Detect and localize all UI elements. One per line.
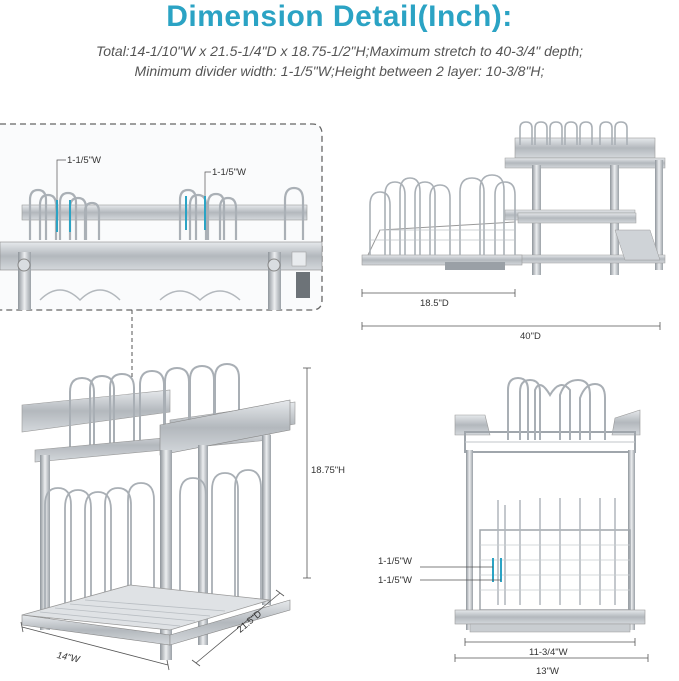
detail-inset <box>0 123 323 311</box>
main-view <box>20 362 311 671</box>
height-label: 18.75"H <box>311 465 346 476</box>
inset-divider-width-right-label: 1-1/5"W <box>212 167 246 178</box>
inner-width-label: 11-3/4"W <box>529 647 568 658</box>
drawer-depth-label: 18.5"D <box>420 298 449 309</box>
extended-view <box>361 121 666 330</box>
total-dimensions-text: Total:14-1/10"W x 21.5-1/4"D x 18.75-1/2… <box>95 43 584 59</box>
divider-height-text: Minimum divider width: 1-1/5"W;Height be… <box>134 63 545 79</box>
outer-width-label: 13"W <box>536 666 559 677</box>
inset-divider-width-left-label: 1-1/5"W <box>67 155 101 166</box>
front-view <box>420 376 649 662</box>
total-depth-label: 40"D <box>520 331 541 342</box>
page-title: Dimension Detail(Inch): <box>166 0 513 33</box>
front-divider-width-top-label: 1-1/5"W <box>378 556 412 567</box>
front-divider-width-bottom-label: 1-1/5"W <box>378 575 412 586</box>
